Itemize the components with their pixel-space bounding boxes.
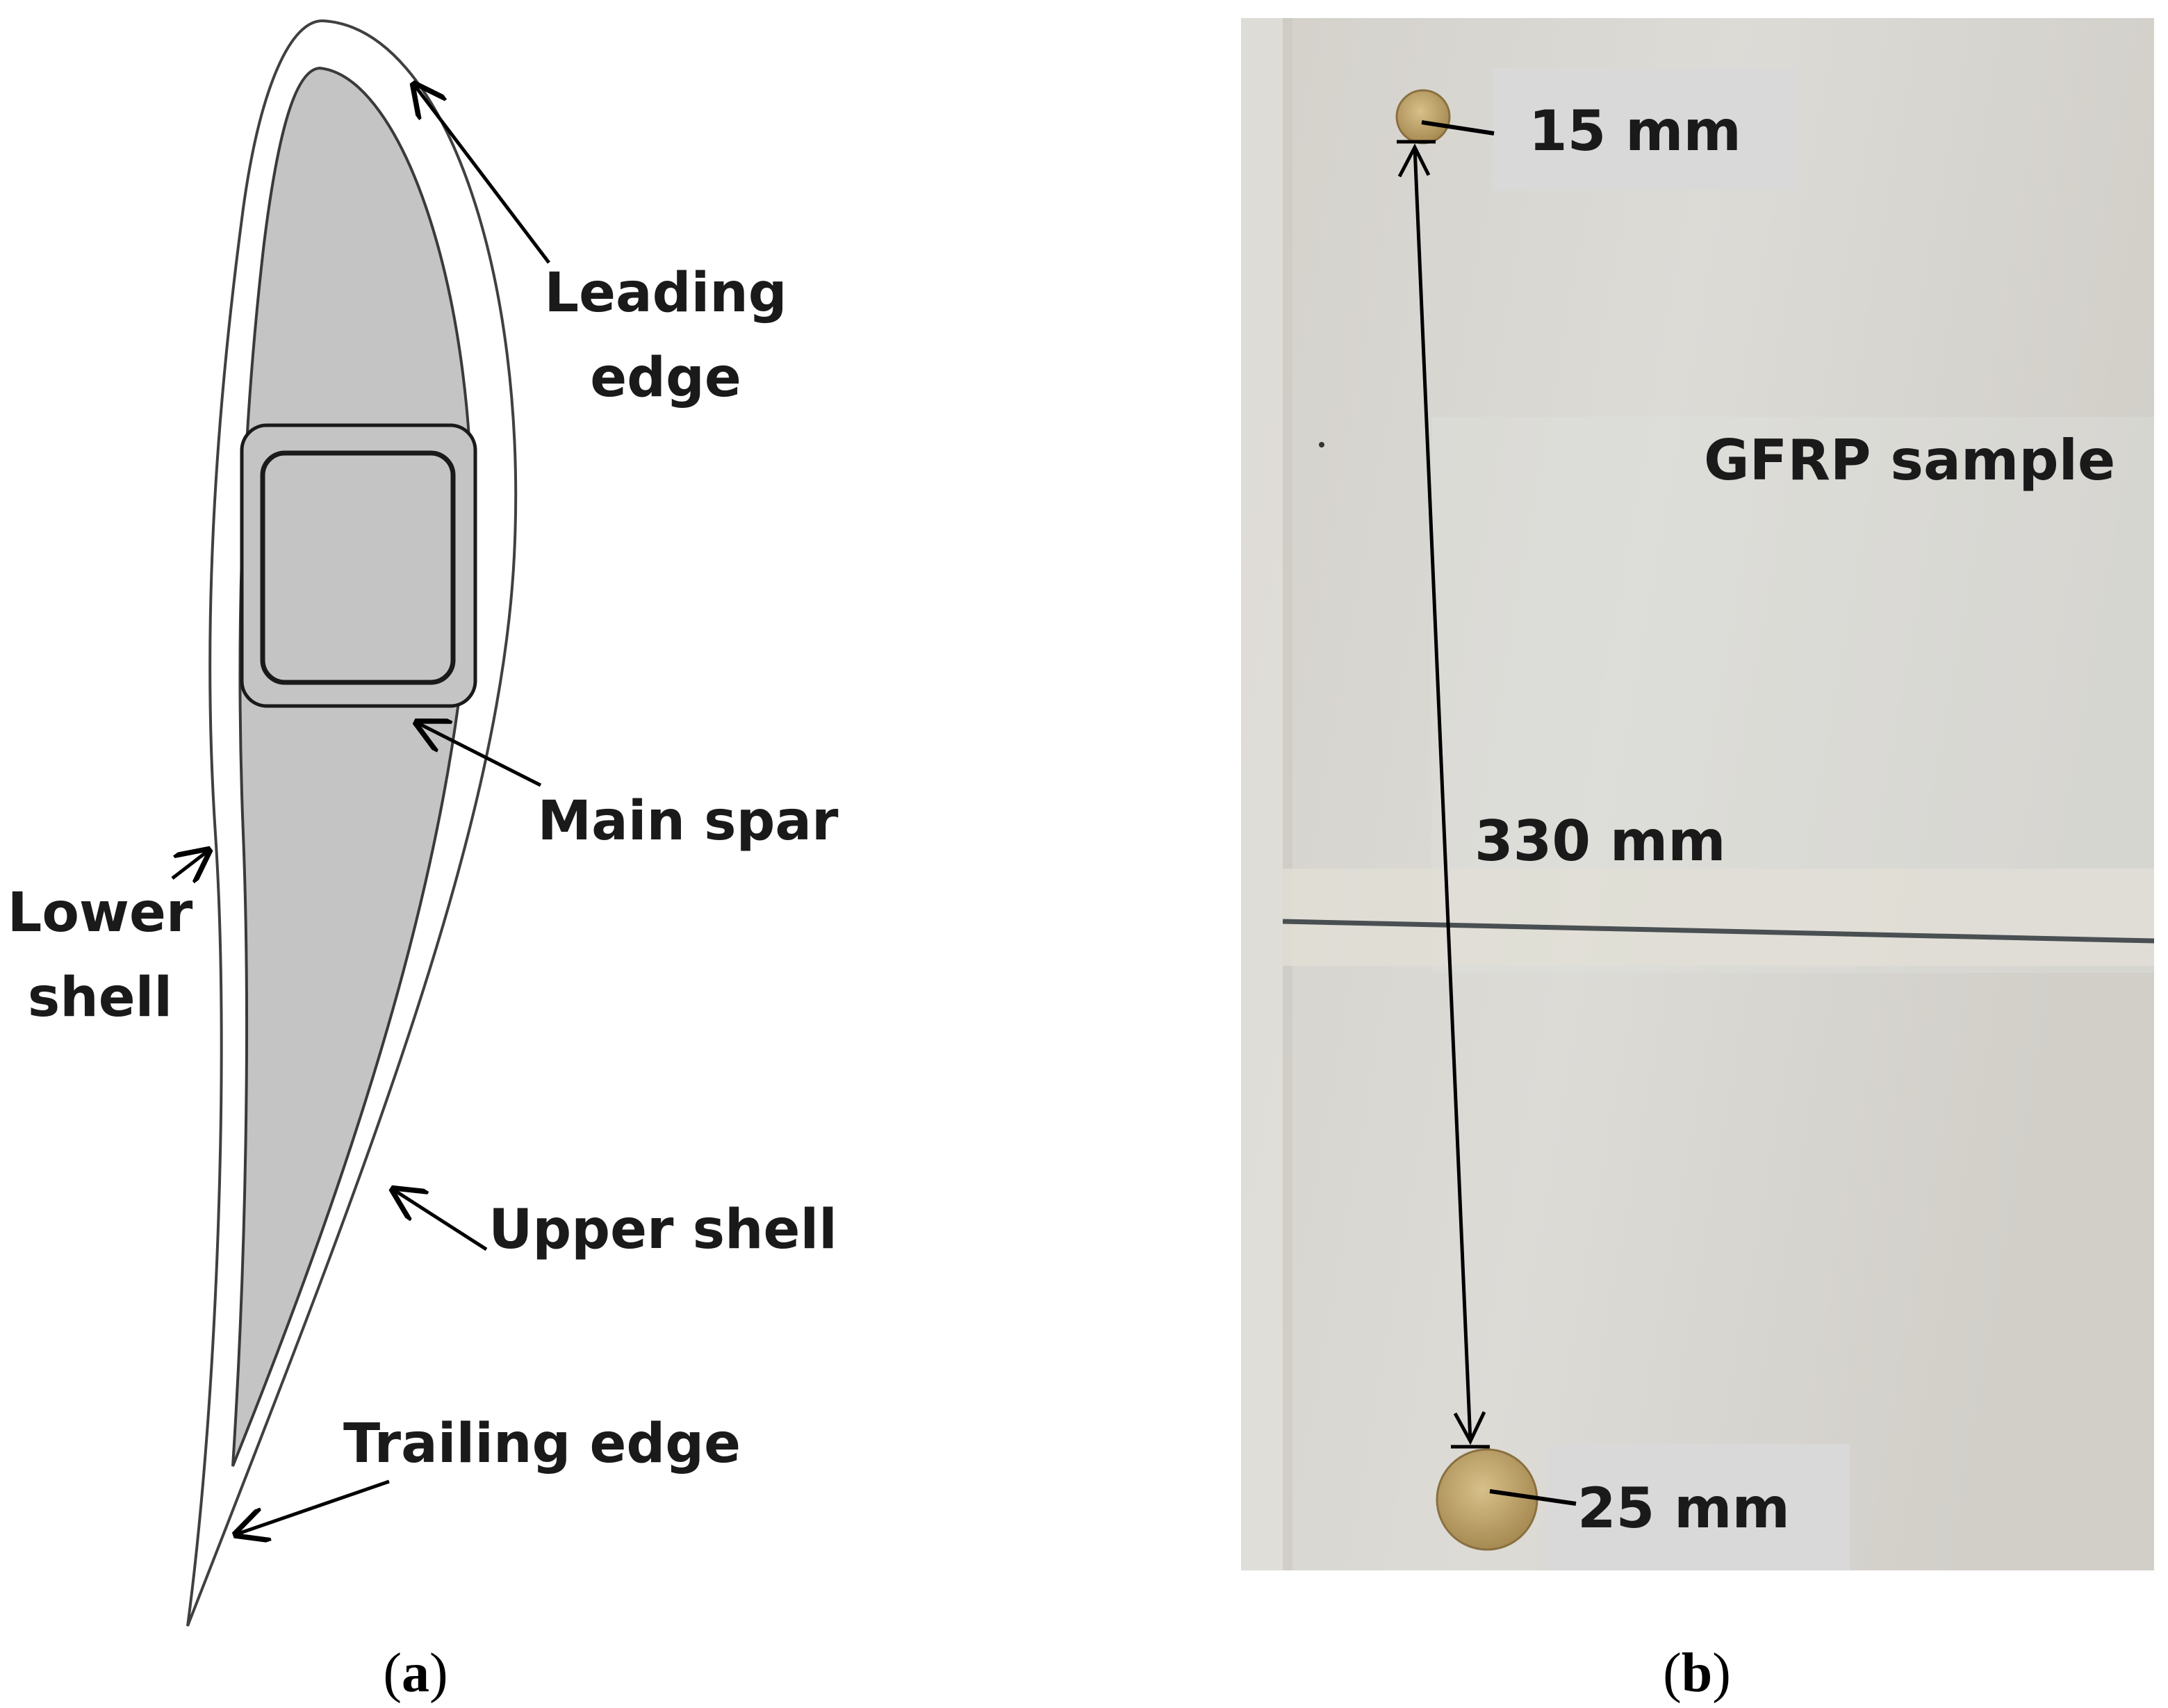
reference-line — [1282, 919, 2155, 944]
panel-b: 15 mm 25 mm 330 mm GFRP sample (b) — [1241, 18, 2155, 1704]
dimension-line — [1413, 147, 1472, 1442]
inner-core — [231, 66, 473, 1467]
arrow-leading-edge — [414, 85, 550, 264]
spar-inner — [260, 450, 456, 685]
label-box-25mm — [1547, 1444, 1850, 1570]
label-trailing-edge: Trailing edge — [343, 1413, 741, 1475]
arrow-trailing-edge — [236, 1479, 390, 1534]
caption-b: (b) — [1663, 1643, 1731, 1704]
sample-photo — [1241, 18, 2154, 1570]
label-box-15mm — [1493, 68, 1798, 190]
label-leading-edge-2: edge — [590, 347, 741, 409]
dimension-arrow-top — [1397, 143, 1431, 178]
label-lower-shell-2: shell — [28, 967, 172, 1029]
label-25mm: 25 mm — [1577, 1476, 1790, 1541]
arrow-main-spar — [417, 723, 542, 787]
label-15mm: 15 mm — [1529, 99, 1741, 163]
tape-strip — [1283, 869, 2154, 966]
label-gfrp-sample: GFRP sample — [1704, 428, 2115, 493]
label-main-spar: Main spar — [537, 790, 839, 853]
arrow-lower-shell — [171, 851, 208, 878]
hole-25mm — [1436, 1448, 1538, 1551]
label-leading-edge-1: Leading — [544, 262, 787, 325]
label-330mm: 330 mm — [1475, 809, 1726, 873]
dimension-arrow-bottom — [1453, 1411, 1486, 1445]
hole-15mm — [1395, 89, 1451, 145]
panel-a: Leading edge Main spar Lower shell Upper… — [8, 19, 839, 1704]
label-upper-shell: Upper shell — [488, 1199, 837, 1261]
caption-a: (a) — [383, 1643, 447, 1704]
arrow-upper-shell — [393, 1190, 488, 1251]
pointer-15mm — [1421, 120, 1495, 136]
label-lower-shell-1: Lower — [8, 882, 193, 944]
pointer-25mm — [1489, 1489, 1577, 1506]
